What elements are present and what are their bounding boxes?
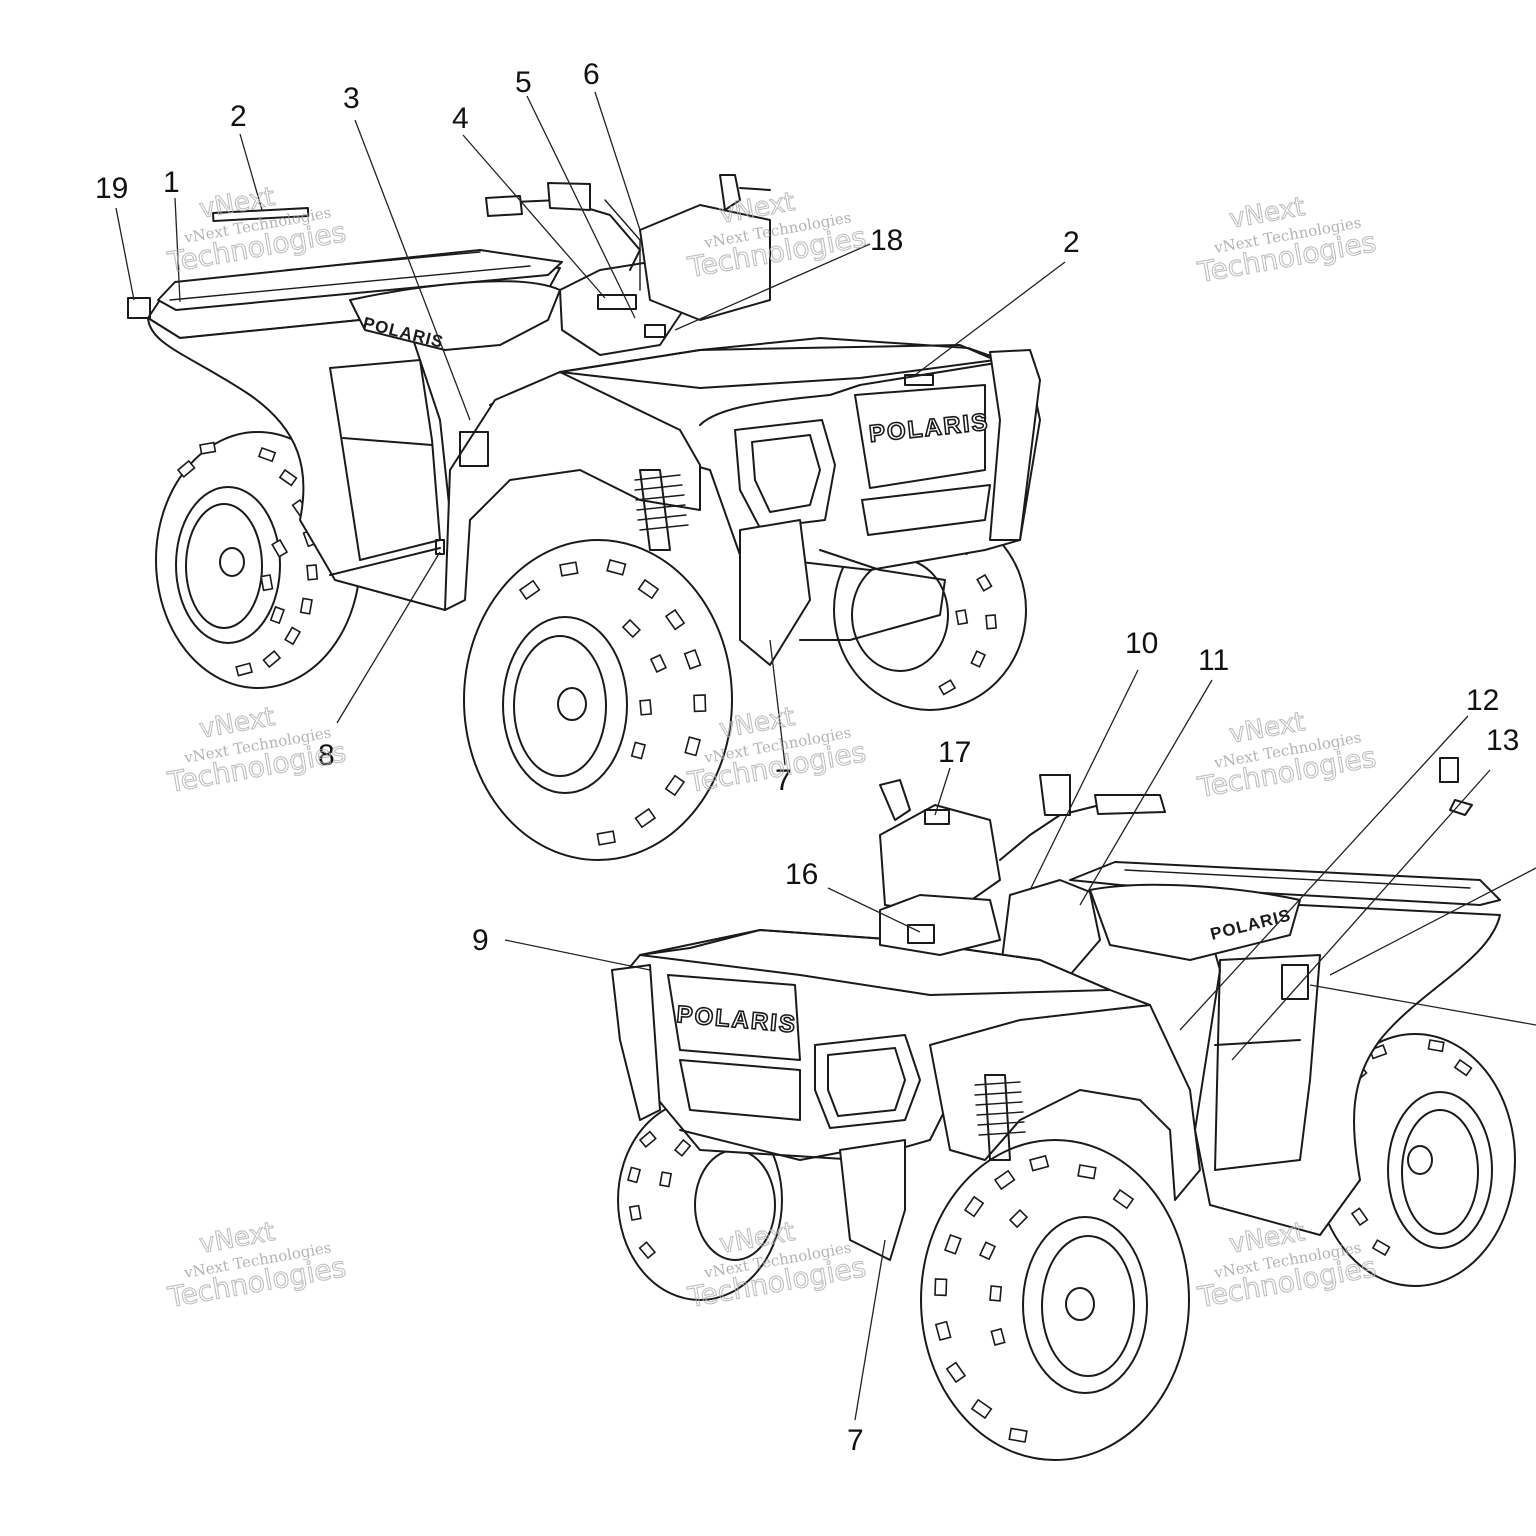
callout-7-upper: 7 bbox=[775, 764, 792, 797]
watermark-4: vNext vNext Technologies Technologies bbox=[164, 702, 349, 800]
callout-2-rear: 2 bbox=[230, 100, 247, 133]
callout-18: 18 bbox=[870, 224, 903, 257]
watermark-6: vNext vNext Technologies Technologies bbox=[1194, 707, 1379, 805]
callout-1: 1 bbox=[163, 166, 180, 199]
callout-8: 8 bbox=[318, 739, 335, 772]
callout-17: 17 bbox=[938, 736, 971, 769]
leader-lines bbox=[115, 91, 1536, 1421]
callout-12: 12 bbox=[1466, 684, 1499, 717]
callout-labels: 19 1 2 3 4 5 6 18 2 8 7 10 11 12 13 17 1… bbox=[95, 58, 1519, 1457]
callout-11: 11 bbox=[1198, 644, 1229, 677]
callout-19: 19 bbox=[95, 172, 128, 205]
atv2-body: POLARIS POLARIS bbox=[611, 757, 1501, 1261]
callout-16: 16 bbox=[785, 858, 818, 891]
atv1-near-front-wheel bbox=[463, 539, 733, 861]
callout-9: 9 bbox=[472, 924, 489, 957]
callout-2-front: 2 bbox=[1063, 226, 1080, 259]
callout-7-lower: 7 bbox=[847, 1424, 864, 1457]
atv-lower-view: POLARIS POLARIS bbox=[611, 757, 1516, 1461]
callout-5: 5 bbox=[515, 66, 532, 99]
watermark-7: vNext vNext Technologies Technologies bbox=[164, 1217, 349, 1315]
callout-10: 10 bbox=[1125, 627, 1158, 660]
callout-4: 4 bbox=[452, 102, 469, 135]
callout-3: 3 bbox=[343, 82, 360, 115]
atv1-front-shock bbox=[634, 469, 689, 551]
atv2-front-shock bbox=[974, 1074, 1026, 1161]
watermark-3: vNext vNext Technologies Technologies bbox=[1194, 192, 1379, 290]
atv2-near-front-wheel bbox=[920, 1139, 1190, 1461]
watermark-1: vNext vNext Technologies Technologies bbox=[164, 182, 349, 280]
callout-6: 6 bbox=[583, 58, 600, 91]
atv-upper-view: POLARIS POLARIS bbox=[127, 174, 1041, 861]
callout-13: 13 bbox=[1486, 724, 1519, 757]
atv1-body: POLARIS POLARIS bbox=[127, 174, 1041, 666]
